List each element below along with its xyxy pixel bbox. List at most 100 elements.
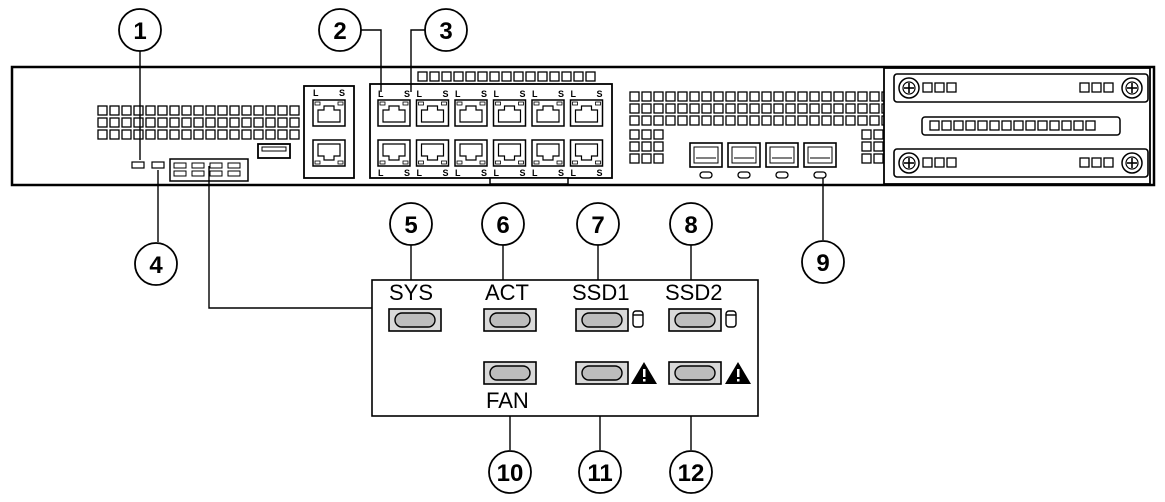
led-detail-panel: SYS ACT SSD1 SSD2 FAN [371,279,759,417]
svg-text:2: 2 [333,18,346,45]
vent-slot [133,117,144,128]
svg-text:10: 10 [497,460,524,487]
port-speed-letter: S [481,168,487,178]
vent-slot [217,105,228,116]
module-slot [1103,157,1114,168]
vent-slot [857,103,868,114]
drive-icon [725,310,737,328]
vent-slot [205,117,216,128]
port-link-letter: L [571,168,577,178]
vent-slot [737,103,748,114]
vent-slot [229,105,240,116]
rj45-port [377,99,411,127]
led-detail-panel-frame [371,279,759,417]
vent-slot [205,105,216,116]
rj45-port [531,139,565,167]
rj45-port [415,99,450,127]
port-link-letter: L [494,168,500,178]
callout-3: 3 [424,8,468,52]
sfp-cage-inner [807,146,833,164]
vent-slot [869,103,880,114]
callout-6: 6 [481,202,525,246]
callout-4: 4 [134,242,178,286]
module-bays [883,67,1151,185]
vent-slot [809,91,820,102]
module-slot [1079,157,1090,168]
vent-slot [193,129,204,140]
vent-slot [873,153,884,164]
vent-slot [561,71,572,82]
vent-slot [229,117,240,128]
led-ssd2 [668,308,722,332]
module-slot [1091,82,1102,93]
vent-slot [157,129,168,140]
vent-slot [121,105,132,116]
vent-slot [761,91,772,102]
vent-slot [573,71,584,82]
vent-slot [501,71,512,82]
svg-text:4: 4 [149,252,163,279]
rj45-port [312,139,346,167]
vent-slot [145,129,156,140]
vent-slot [873,141,884,152]
module-slot [989,120,1000,131]
vent-slot [713,91,724,102]
vent-slot [861,129,872,140]
port-link-letter: L [378,168,384,178]
module-slot [929,120,940,131]
thumbscrew-icon [1121,152,1143,174]
module-slot [922,82,933,93]
status-led-1 [131,161,145,169]
callout-7: 7 [576,202,620,246]
callout-1: 1 [118,8,162,52]
mini-led [173,162,187,169]
vent-slot [121,129,132,140]
leader-2 [361,29,382,92]
led-sys [388,308,442,332]
thumbscrew-icon [1121,77,1143,99]
callout-12: 12 [669,450,713,494]
vent-slot [641,141,652,152]
vent-slot [157,117,168,128]
vent-slot [121,117,132,128]
module-slot [1073,120,1084,131]
vent-slot [725,103,736,114]
module-slot [977,120,988,131]
vent-slot [477,71,488,82]
vent-slot [845,115,856,126]
vent-slot [97,105,108,116]
vent-slot [289,117,300,128]
sfp-cage-inner [769,146,795,164]
mini-led [209,162,223,169]
vent-slot [845,103,856,114]
usb-port-inner [261,146,287,152]
vent-slot [833,91,844,102]
vent-slot [641,129,652,140]
vent-slot [629,91,640,102]
rj45-port [569,99,604,127]
vent-slot [761,115,772,126]
top-vent-strip [417,71,596,82]
module-slot [1091,157,1102,168]
vent-slot [749,103,760,114]
vent-slot [109,129,120,140]
rj45-port [312,99,346,127]
vent-slot [97,129,108,140]
drive-icon [632,310,644,328]
module-slot [922,157,933,168]
svg-text:12: 12 [678,460,705,487]
rj45-port [377,139,411,167]
port-speed-letter: S [443,89,449,99]
callout-2: 2 [318,8,362,52]
mini-led [191,162,205,169]
vent-slot [265,117,276,128]
vent-slot [833,103,844,114]
module-slot [1103,82,1114,93]
led-fan [483,361,537,385]
port-speed-letter: S [404,89,410,99]
vent-slot [289,105,300,116]
vent-slot [665,91,676,102]
module-bay [893,148,1149,178]
port-link-letter: L [455,89,461,99]
